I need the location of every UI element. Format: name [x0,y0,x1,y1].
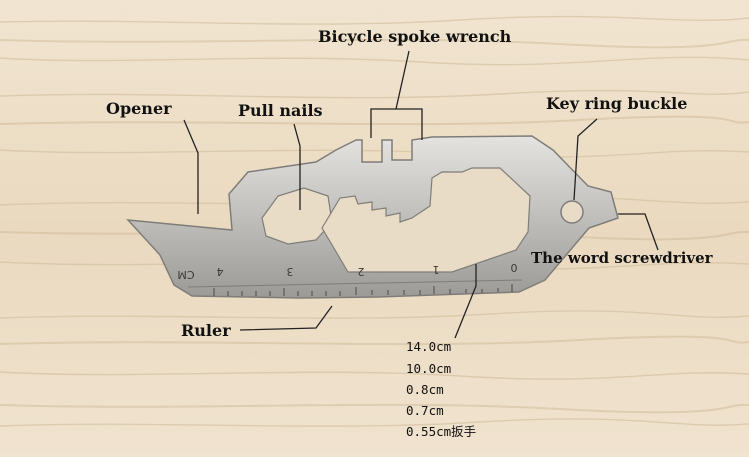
label-opener: Opener [106,99,172,118]
ruler-ticks [213,284,513,296]
spec-wrench-size: 0.55cm扳手 [406,424,477,439]
callout-line-spoke-wrench-stem [395,50,410,110]
callout-line-ruler [239,305,333,331]
callout-line-screwdriver [618,213,659,251]
ruler-tick-4: 4 [217,265,224,278]
label-screwdriver: The word screwdriver [531,249,713,267]
label-bicycle-spoke-wrench: Bicycle spoke wrench [318,27,512,46]
callout-line-specs [454,264,477,339]
ruler-tick-0: 0 [511,261,518,274]
spec-length: 14.0cm [406,339,452,354]
callout-line-opener [183,119,199,214]
spec-width-2: 0.7cm [406,403,444,418]
ruler-tick-2: 2 [358,265,365,278]
ruler-edge [187,279,523,288]
key-ring-hole [560,200,584,224]
spec-ruler-length: 10.0cm [406,361,452,376]
ruler-unit: CM [177,268,194,281]
label-key-ring-buckle: Key ring buckle [546,94,688,113]
callout-line-key-ring [573,118,598,201]
spec-width-1: 0.8cm [406,382,444,397]
label-ruler: Ruler [181,321,231,340]
ruler-tick-1: 1 [433,263,440,276]
ruler-tick-3: 3 [287,265,294,278]
spoke-wrench-cutout [321,167,531,273]
label-pull-nails: Pull nails [238,101,323,120]
callout-line-pull-nails [293,123,301,210]
wood-grain-dark [0,38,749,414]
